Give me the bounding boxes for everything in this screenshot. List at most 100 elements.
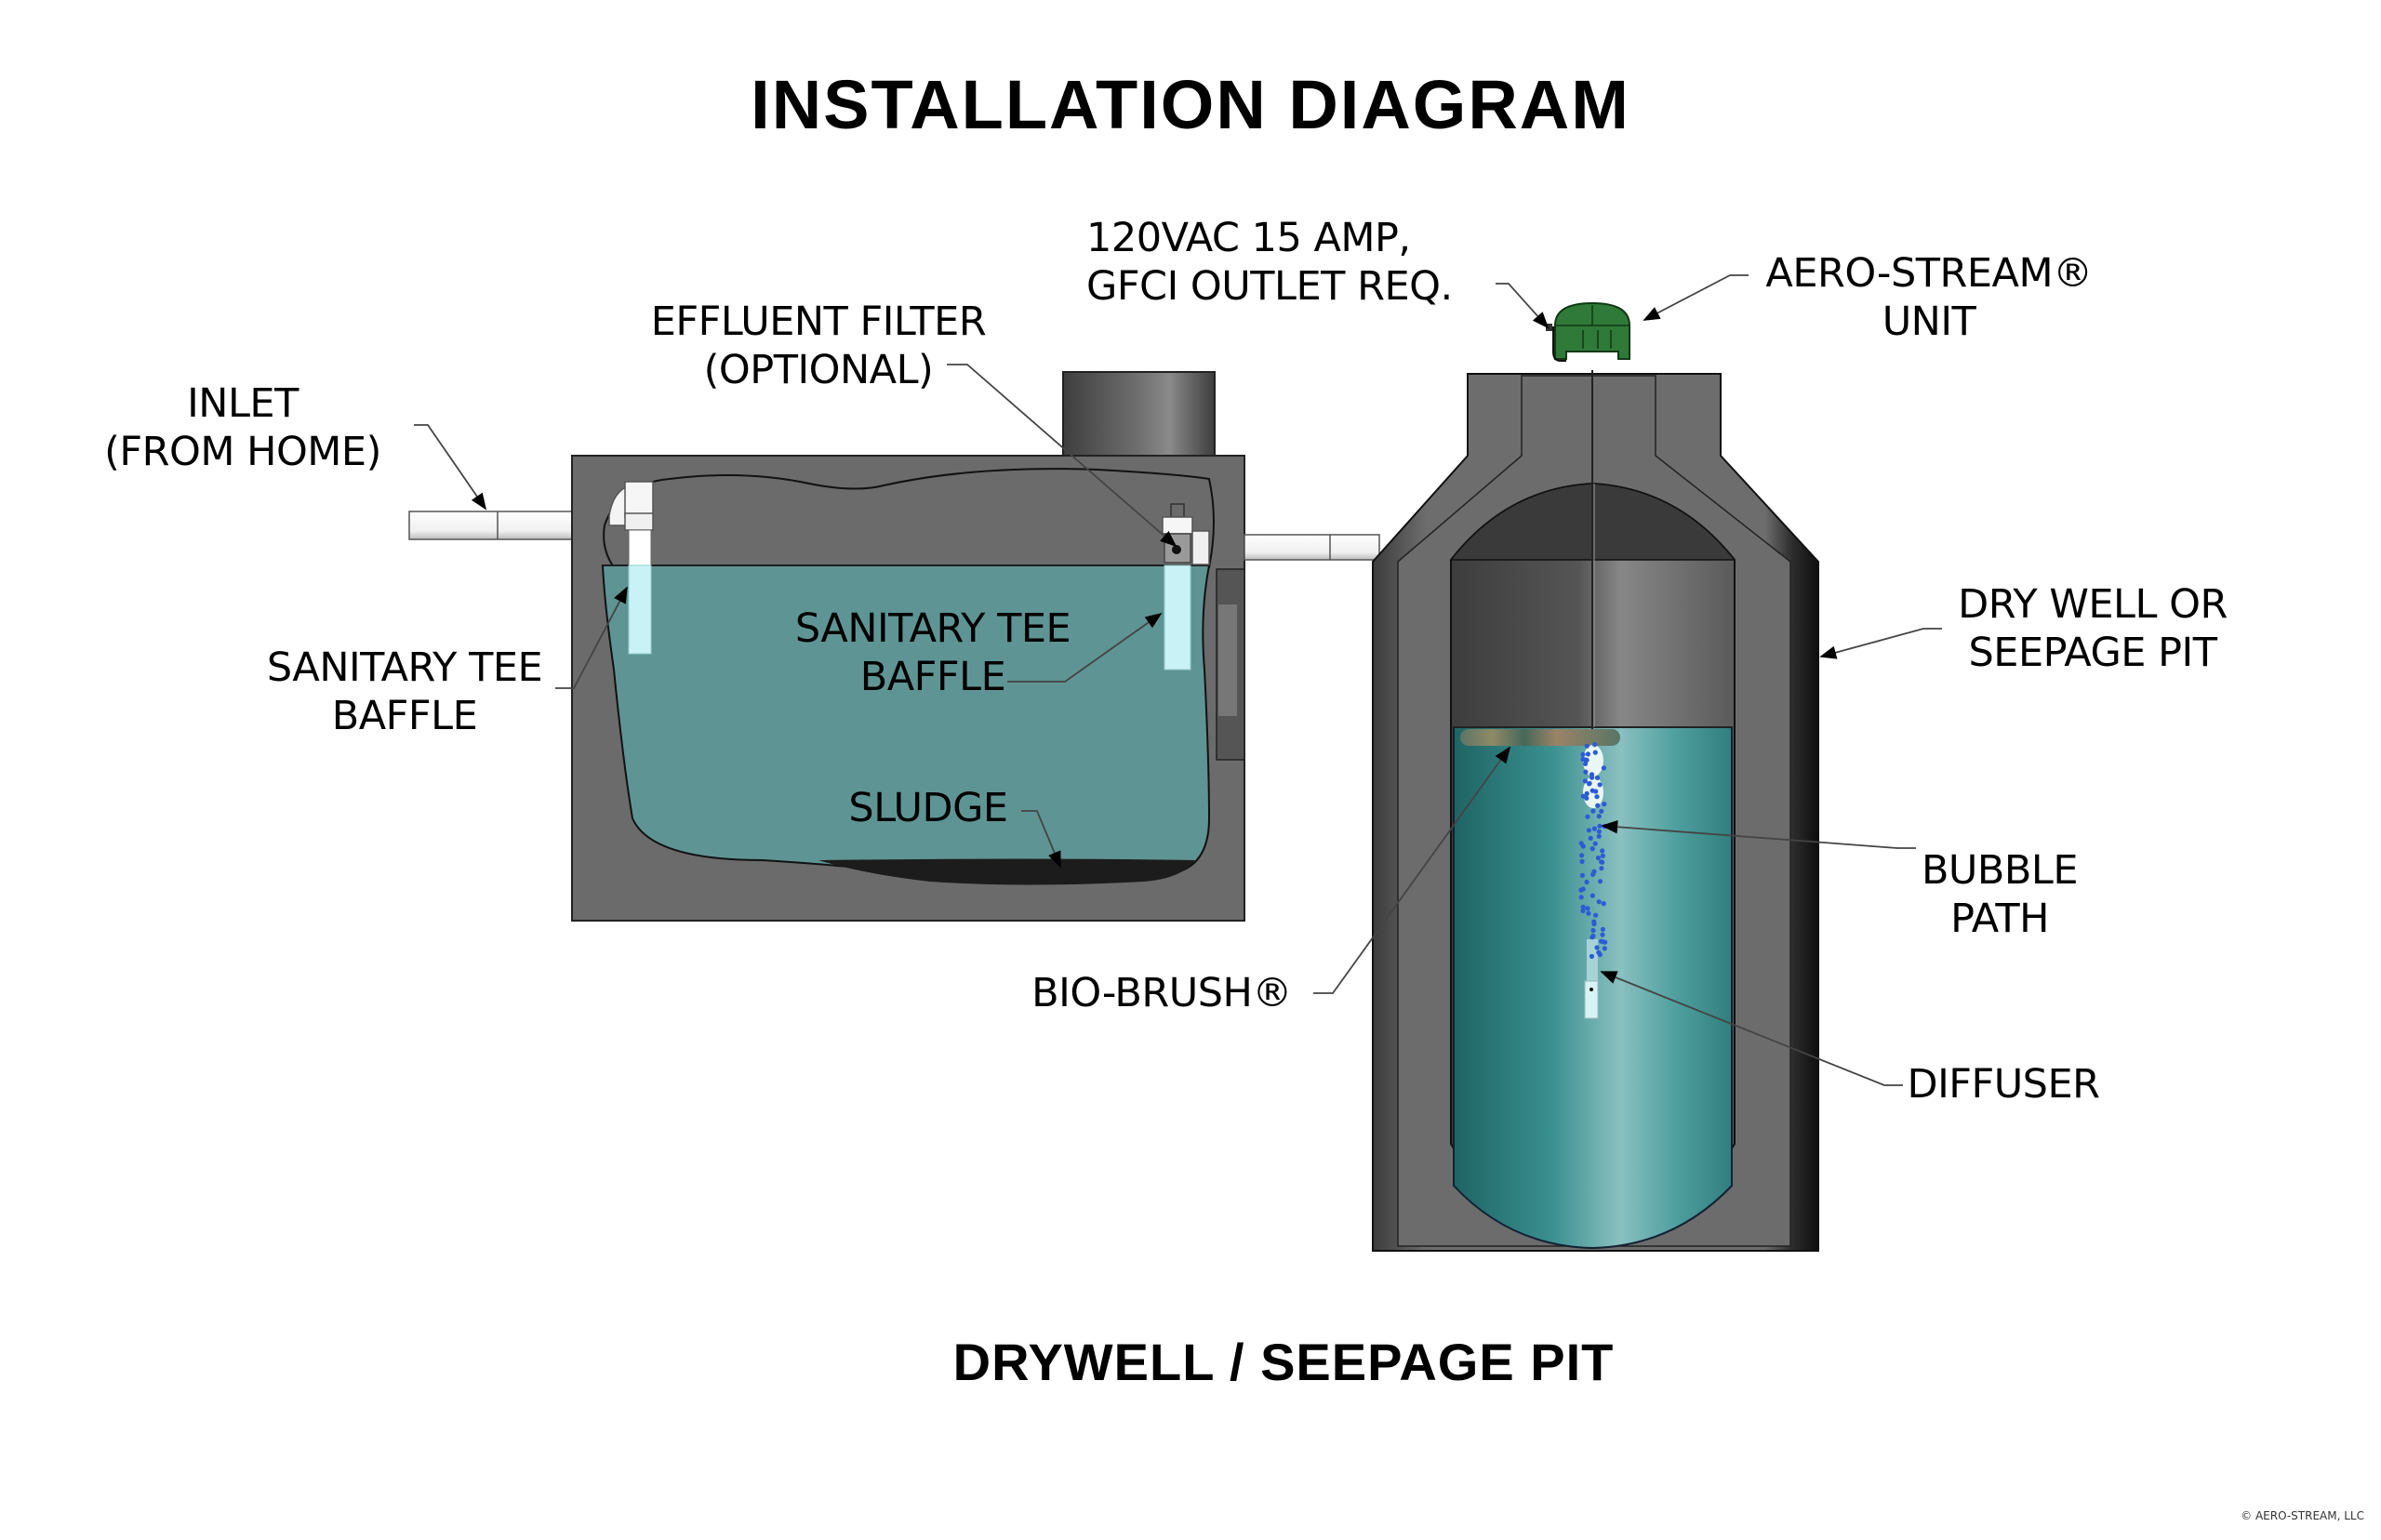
diffuser bbox=[1584, 939, 1599, 1019]
bubble bbox=[1601, 901, 1606, 907]
label-bio-brush: BIO-BRUSH® bbox=[1031, 970, 1292, 1016]
bubble bbox=[1599, 859, 1604, 865]
bubble bbox=[1580, 843, 1586, 849]
bubble bbox=[1579, 872, 1585, 879]
diagram-subtitle: DRYWELL / SEEPAGE PIT bbox=[952, 1333, 1615, 1391]
bubble bbox=[1582, 778, 1588, 784]
bubble bbox=[1585, 814, 1590, 819]
diagram-title: INSTALLATION DIAGRAM bbox=[751, 66, 1630, 143]
bubble bbox=[1584, 743, 1590, 749]
bubble bbox=[1590, 933, 1596, 939]
bubble bbox=[1593, 912, 1599, 918]
bubble bbox=[1586, 828, 1591, 833]
bubble bbox=[1592, 841, 1598, 846]
label-sludge: SLUDGE bbox=[848, 785, 1008, 831]
leader-bubble-path bbox=[1601, 820, 1916, 849]
septic-tank bbox=[571, 371, 1245, 922]
bubble bbox=[1600, 853, 1605, 858]
outlet-pipe bbox=[1244, 534, 1380, 561]
bubble bbox=[1580, 751, 1586, 758]
bubble bbox=[1591, 919, 1597, 924]
bubble bbox=[1587, 780, 1592, 787]
bubble bbox=[1585, 751, 1590, 757]
leader-power bbox=[1496, 283, 1550, 329]
label-diffuser: DIFFUSER bbox=[1907, 1061, 2100, 1108]
bubble bbox=[1584, 879, 1590, 885]
bubble bbox=[1578, 895, 1584, 900]
bubble bbox=[1590, 775, 1595, 780]
bubble bbox=[1598, 879, 1603, 884]
label-power-requirement: 120VAC 15 AMP,GFCI OUTLET REQ. bbox=[1086, 215, 1453, 310]
bubble bbox=[1599, 938, 1604, 944]
bubble bbox=[1583, 769, 1589, 775]
bubble bbox=[1596, 833, 1602, 839]
bubble bbox=[1592, 742, 1598, 748]
bubble bbox=[1582, 757, 1588, 763]
bubble bbox=[1600, 932, 1605, 937]
leader-aero-stream bbox=[1643, 274, 1749, 321]
sludge-layer bbox=[818, 858, 1195, 885]
label-effluent-filter: EFFLUENT FILTER(OPTIONAL) bbox=[650, 299, 987, 393]
power-cord bbox=[1550, 326, 1566, 362]
bubble bbox=[1602, 802, 1607, 807]
bubble bbox=[1591, 826, 1597, 831]
septic-riser bbox=[1062, 371, 1216, 458]
drywell bbox=[1372, 370, 1819, 1252]
bubble bbox=[1583, 761, 1589, 766]
bubble bbox=[1586, 910, 1591, 916]
bubble bbox=[1595, 803, 1601, 808]
bubble bbox=[1599, 866, 1604, 871]
bubble bbox=[1579, 853, 1585, 858]
bubble bbox=[1594, 775, 1601, 781]
bubble bbox=[1590, 808, 1596, 814]
bubble bbox=[1585, 906, 1590, 911]
right-sanitary-tee-baffle bbox=[1162, 503, 1210, 670]
bubble bbox=[1600, 926, 1605, 932]
leader-sanitary-tee-right bbox=[1007, 612, 1163, 683]
leader-dry-well bbox=[1819, 628, 1942, 659]
bubble-path bbox=[1578, 742, 1608, 959]
bubble bbox=[1596, 899, 1602, 905]
inlet-pipe bbox=[408, 511, 576, 540]
bubble bbox=[1589, 953, 1595, 959]
bubble bbox=[1597, 823, 1603, 829]
septic-air-space bbox=[603, 468, 1215, 568]
bubble bbox=[1590, 871, 1596, 877]
bubble bbox=[1588, 835, 1593, 842]
bubble bbox=[1597, 782, 1603, 788]
bio-brush bbox=[1460, 729, 1620, 746]
bubble bbox=[1592, 750, 1598, 755]
leader-sludge bbox=[1021, 810, 1061, 869]
bubble bbox=[1590, 927, 1596, 934]
bubble bbox=[1584, 790, 1590, 797]
bubble bbox=[1594, 794, 1600, 800]
bubble bbox=[1593, 789, 1599, 794]
bubble bbox=[1590, 846, 1595, 852]
label-aero-stream-unit: AERO-STREAM®UNIT bbox=[1765, 250, 2093, 345]
bubble bbox=[1596, 814, 1602, 819]
bubble bbox=[1590, 893, 1595, 898]
leader-bio-brush bbox=[1313, 746, 1511, 994]
bubble bbox=[1602, 946, 1607, 951]
bubble bbox=[1596, 829, 1602, 834]
bubble bbox=[1595, 855, 1601, 861]
bubble bbox=[1579, 858, 1585, 865]
bubble bbox=[1580, 904, 1586, 909]
bubble bbox=[1580, 908, 1586, 914]
bubble bbox=[1603, 939, 1608, 945]
bubble bbox=[1596, 949, 1602, 955]
leader-diffuser bbox=[1600, 971, 1903, 1086]
label-inlet: INLET(FROM HOME) bbox=[104, 380, 381, 475]
aero-stream-unit[interactable] bbox=[1546, 301, 1630, 362]
bubble bbox=[1580, 793, 1586, 799]
bubble bbox=[1580, 886, 1586, 892]
effluent-filter bbox=[1172, 545, 1181, 554]
leader-inlet bbox=[414, 424, 487, 511]
copyright-notice: © AERO-STREAM, LLC bbox=[2241, 1509, 2364, 1522]
leader-sanitary-tee-left bbox=[555, 586, 628, 689]
